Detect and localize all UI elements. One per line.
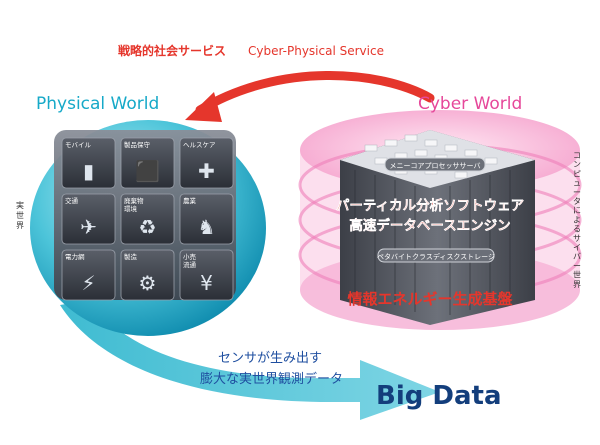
mobile-phone-icon: ▮: [83, 159, 94, 183]
physical-world-label: Physical World: [36, 94, 159, 114]
yen-coin-icon: ¥: [200, 271, 213, 295]
sector-tile-label: 環境: [124, 204, 138, 213]
data-flow-band: [60, 300, 440, 420]
service-title-en: Cyber-Physical Service: [248, 44, 384, 58]
sector-tile-label: 製品保守: [124, 140, 151, 149]
sector-tile: 製造 ⚙: [120, 249, 175, 301]
server-stack: [340, 130, 535, 325]
real-world-vertical-label: 実世界: [16, 200, 24, 230]
sector-tile-label: 製造: [124, 252, 138, 261]
cube-icon: ⬛: [135, 159, 160, 183]
cow-icon: ♞: [198, 215, 216, 239]
big-data-label: Big Data: [376, 381, 502, 411]
sector-tile: ヘルスケア ✚: [179, 137, 234, 189]
power-tower-icon: ⚡: [81, 271, 95, 295]
service-title-jp: 戦略的社会サービス: [118, 43, 226, 58]
airplane-icon: ✈: [80, 215, 97, 239]
storage-label: ペタバイトクラスディスクストレージ: [377, 252, 495, 261]
energy-platform-label: 情報エネルギー生成基盤: [347, 290, 513, 308]
sector-tile: 電力網 ⚡: [61, 249, 116, 301]
sector-tile-label: 農業: [183, 196, 197, 205]
sector-tile-label: ヘルスケア: [183, 141, 216, 149]
sector-tile-label: 交通: [65, 196, 79, 205]
cyber-world-label: Cyber World: [418, 94, 522, 114]
sector-tile-label: 電力網: [65, 252, 85, 261]
cyber-world-vertical-label: コンピュータによるサイバー世界: [573, 151, 581, 289]
sector-tile-label: 廃棄物: [124, 196, 144, 205]
sector-tile: 交通 ✈: [61, 193, 116, 245]
gear-icon: ⚙: [139, 271, 157, 295]
sector-tile: モバイル ▮: [61, 137, 116, 189]
sector-tile-label: 流通: [183, 260, 197, 269]
red-arrow: [185, 71, 435, 122]
database-label: 高速データベースエンジン: [349, 217, 510, 234]
sector-tile-label: モバイル: [65, 141, 92, 149]
sensor-text-line2: 膨大な実世界観測データ: [200, 371, 343, 387]
manycore-label: メニーコアプロセッササーバ: [390, 162, 481, 170]
software-label: パーティカル分析ソフトウェア: [336, 197, 524, 214]
sector-tile: 農業 ♞: [179, 193, 234, 245]
syringe-icon: ✚: [198, 159, 215, 183]
sector-tile: 製品保守 ⬛: [120, 137, 175, 189]
recycle-bin-icon: ♻: [139, 215, 157, 239]
sensor-text-line1: センサが生み出す: [218, 351, 322, 366]
sector-tile-label: 小売: [183, 252, 197, 261]
